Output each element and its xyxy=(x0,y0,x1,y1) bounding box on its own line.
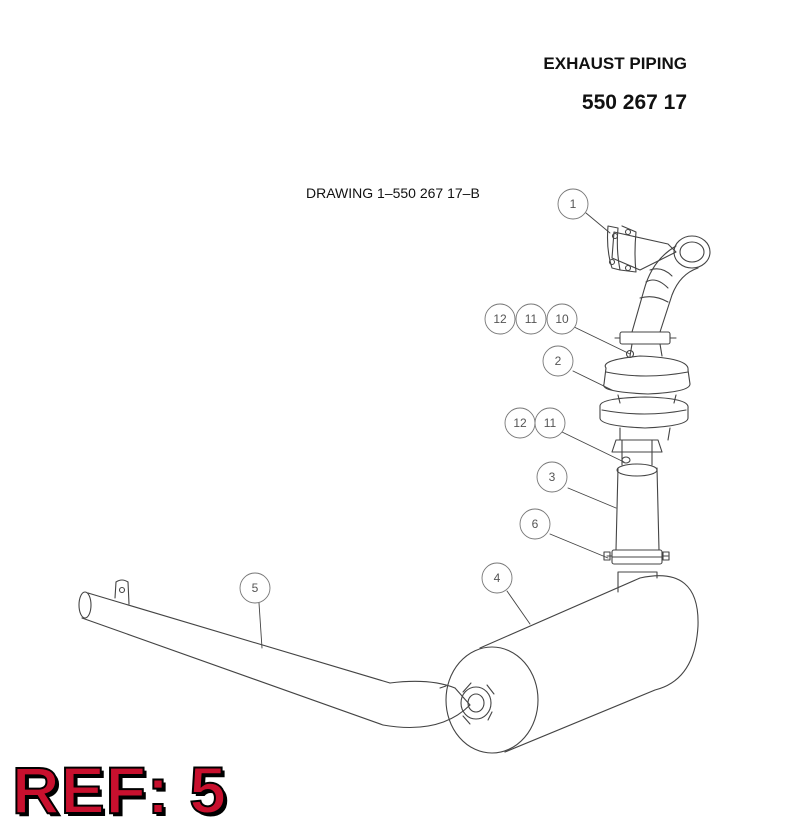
callout-5: 5 xyxy=(239,572,271,604)
callout-label: 4 xyxy=(494,571,501,585)
leader-3 xyxy=(567,487,617,509)
callout-label: 11 xyxy=(544,416,557,430)
muffler-part xyxy=(445,571,699,754)
callout-label: 5 xyxy=(252,581,259,595)
callout-10: 10 xyxy=(546,303,578,335)
elbow-pipe-part xyxy=(606,225,711,333)
drawing-reference: DRAWING 1–550 267 17–B xyxy=(306,185,480,201)
tail-pipe-part xyxy=(78,579,471,728)
callout-2: 2 xyxy=(542,345,574,377)
intermediate-pipe-part xyxy=(611,439,663,551)
callout-3: 3 xyxy=(536,461,568,493)
flex-bellows-part xyxy=(599,355,691,441)
callout-label: 3 xyxy=(549,470,556,484)
callout-11-upper: 11 xyxy=(515,303,547,335)
callout-1: 1 xyxy=(557,188,589,220)
ref-badge: REF: 5 xyxy=(11,752,228,828)
callout-label: 6 xyxy=(532,517,539,531)
callout-label: 2 xyxy=(555,354,562,368)
lower-clamp-part xyxy=(603,549,670,565)
leader-4 xyxy=(506,590,531,625)
leader-2 xyxy=(572,370,613,391)
callout-leaders xyxy=(258,212,631,649)
callout-4: 4 xyxy=(481,562,513,594)
callout-label: 12 xyxy=(493,312,507,326)
callout-label: 1 xyxy=(570,197,577,211)
callout-bubbles: 1 12 11 10 2 12 xyxy=(239,188,589,604)
callout-6: 6 xyxy=(519,508,551,540)
diagram-title: EXHAUST PIPING xyxy=(543,54,687,73)
callout-label: 11 xyxy=(525,312,538,326)
callout-12-upper: 12 xyxy=(484,303,516,335)
leader-5 xyxy=(258,602,263,649)
upper-clamp-part xyxy=(614,331,677,359)
callout-11-lower: 11 xyxy=(534,407,566,439)
leader-1 xyxy=(585,212,611,234)
callout-label: 10 xyxy=(555,312,569,326)
leader-11-lower xyxy=(561,431,625,463)
part-number: 550 267 17 xyxy=(581,91,687,114)
callout-12-lower: 12 xyxy=(504,407,536,439)
callout-label: 12 xyxy=(513,416,527,430)
leader-6 xyxy=(549,533,609,559)
leader-10 xyxy=(569,324,631,355)
